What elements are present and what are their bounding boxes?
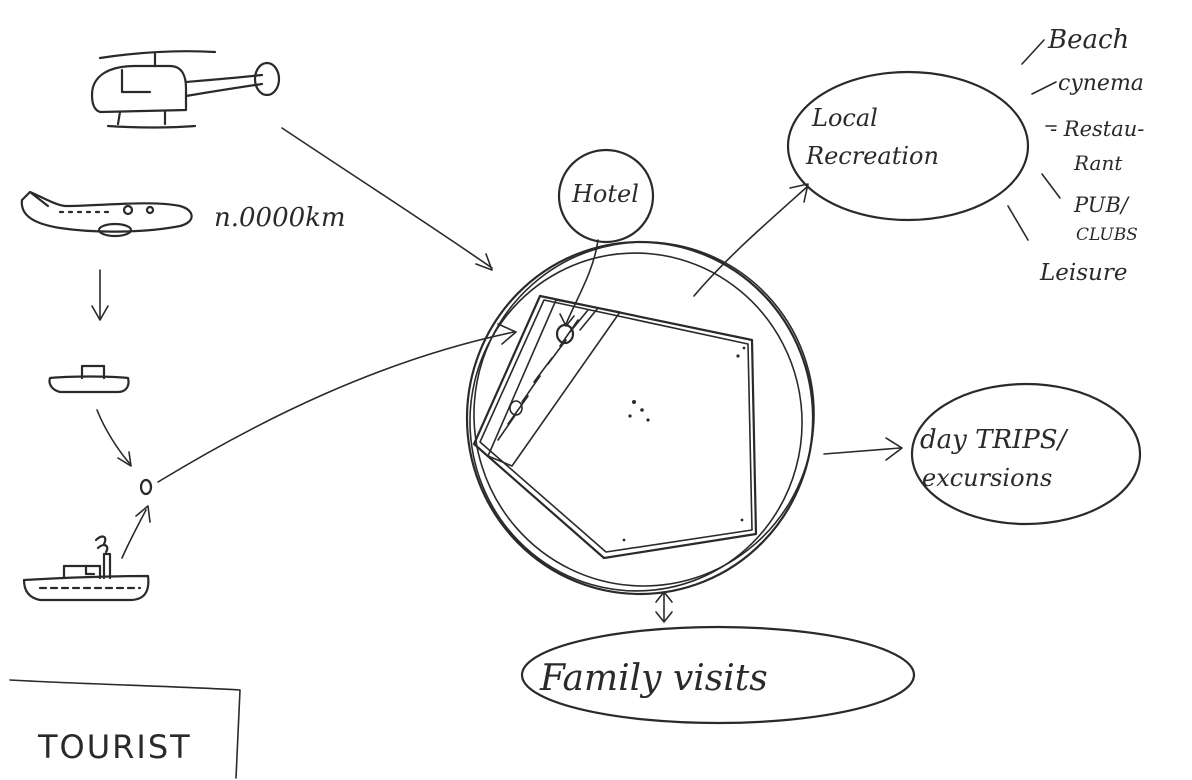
arrow-helicopter-to-island [282, 128, 492, 270]
cinema-label: cynema [1058, 71, 1144, 96]
restaurant-label-line1: - Restau- [1050, 117, 1144, 141]
central-island [453, 231, 825, 608]
arrow-island-to-resort [158, 324, 516, 482]
leisure-label: Leisure [1039, 260, 1127, 286]
distance-label: n.0000km [214, 203, 346, 233]
beach-label: Beach [1047, 25, 1129, 55]
airplane-icon [22, 192, 192, 236]
tourist-label: TOURIST [37, 728, 192, 766]
ship-icon [24, 537, 148, 600]
restaurant-label-line2: Rant [1073, 151, 1123, 175]
arrow-ferry-to-island [97, 410, 131, 466]
day-trips-label-line1: day TRIPS/ [920, 425, 1069, 455]
day-trips-label-line2: excursions [922, 464, 1052, 492]
ferry-icon [49, 366, 128, 392]
hotel-label: Hotel [571, 180, 639, 208]
pub-label-line1: PUB/ [1073, 193, 1130, 217]
day-trips-bubble: day TRIPS/ excursions [912, 384, 1140, 524]
local-recreation-label-line2: Recreation [805, 142, 939, 170]
island-icon [141, 480, 151, 494]
pub-label-line2: CLUBS [1076, 225, 1138, 245]
arrow-to-day-trips [824, 438, 902, 460]
arrow-to-family-visits [656, 592, 672, 622]
local-recreation-bubble: Local Recreation [788, 72, 1028, 220]
local-recreation-label-line1: Local [811, 104, 878, 132]
arrow-plane-to-ferry [92, 270, 108, 320]
hotel-bubble: Hotel [559, 150, 653, 326]
helicopter-icon [92, 51, 279, 127]
tourist-box: TOURIST [10, 680, 240, 778]
family-visits-label: Family visits [539, 658, 768, 699]
arrow-ship-to-island [122, 506, 150, 558]
family-visits-bubble: Family visits [522, 627, 914, 723]
